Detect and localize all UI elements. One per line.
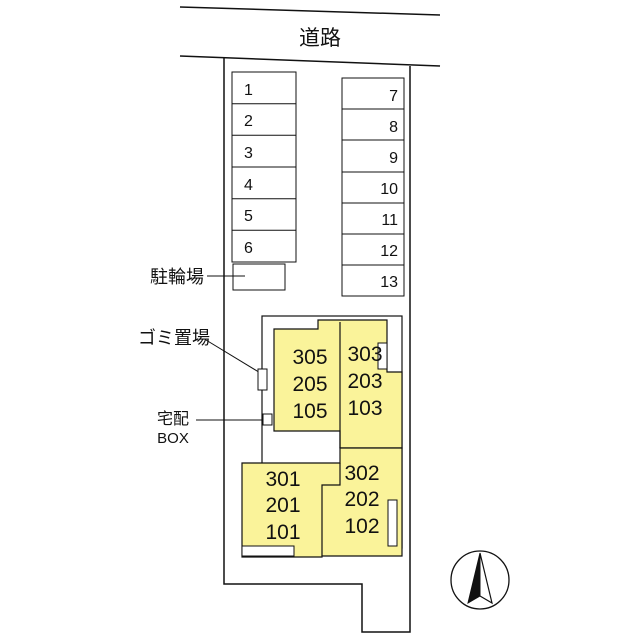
parking-space-3: 3 xyxy=(244,145,253,162)
parking-right-outline xyxy=(341,77,405,297)
garbage-area-leader xyxy=(205,339,263,375)
parking-space-9: 9 xyxy=(389,150,398,167)
building-lower-divider xyxy=(321,463,341,556)
parking-space-7: 7 xyxy=(389,88,398,105)
unit-303: 303 xyxy=(347,343,382,366)
building-upper-inset xyxy=(377,342,388,370)
parking-space-12: 12 xyxy=(380,243,398,260)
delivery-box-label-line2: BOX xyxy=(157,430,189,447)
road-label: 道路 xyxy=(299,26,341,50)
building-upper: 305 205 105 303 203 103 xyxy=(273,319,403,449)
unit-103: 103 xyxy=(347,397,382,420)
parking-space-1: 1 xyxy=(244,82,253,99)
parking-space-10: 10 xyxy=(380,181,398,198)
garbage-area: ゴミ置場 xyxy=(138,328,268,391)
north-arrow-pointer xyxy=(467,552,481,605)
bicycle-parking: 駐輪場 xyxy=(150,263,286,291)
garbage-area-label: ゴミ置場 xyxy=(138,328,210,349)
building-lower-inset-right xyxy=(387,499,398,547)
site-boundary xyxy=(223,58,411,633)
delivery-box-marker xyxy=(262,413,273,426)
delivery-box-label-line1: 宅配 xyxy=(157,409,189,428)
road: 道路 xyxy=(179,6,441,67)
unit-203: 203 xyxy=(347,370,382,393)
parking-space-13: 13 xyxy=(380,274,398,291)
parking-right: 7 8 9 10 11 12 13 xyxy=(341,77,405,297)
north-arrow-pointer-outline xyxy=(479,552,493,605)
parking-space-2: 2 xyxy=(244,113,253,130)
unit-201: 201 xyxy=(265,494,300,517)
unit-301: 301 xyxy=(265,468,300,491)
unit-102: 102 xyxy=(344,515,379,538)
parking-left: 1 2 3 4 5 6 xyxy=(231,71,297,263)
unit-205: 205 xyxy=(292,373,327,396)
bicycle-parking-area xyxy=(232,263,286,291)
bicycle-parking-label: 駐輪場 xyxy=(150,267,204,288)
unit-105: 105 xyxy=(292,400,327,423)
unit-202: 202 xyxy=(344,488,379,511)
parking-space-8: 8 xyxy=(389,119,398,136)
unit-302: 302 xyxy=(344,462,379,485)
north-arrow-icon xyxy=(450,550,510,610)
building-lower: 301 201 101 302 202 102 xyxy=(241,447,403,558)
unit-305: 305 xyxy=(292,346,327,369)
parking-space-4: 4 xyxy=(244,177,253,194)
road-edge-bottom xyxy=(179,55,441,67)
building-upper-block xyxy=(273,319,403,449)
building-lower-inset-left xyxy=(241,545,295,557)
unit-101: 101 xyxy=(265,521,300,544)
delivery-box: 宅配 BOX xyxy=(157,409,273,447)
parking-space-6: 6 xyxy=(244,240,253,257)
parking-space-5: 5 xyxy=(244,208,253,225)
road-edge-top xyxy=(179,6,441,16)
garbage-area-box xyxy=(257,368,268,391)
parking-space-11: 11 xyxy=(381,212,398,229)
